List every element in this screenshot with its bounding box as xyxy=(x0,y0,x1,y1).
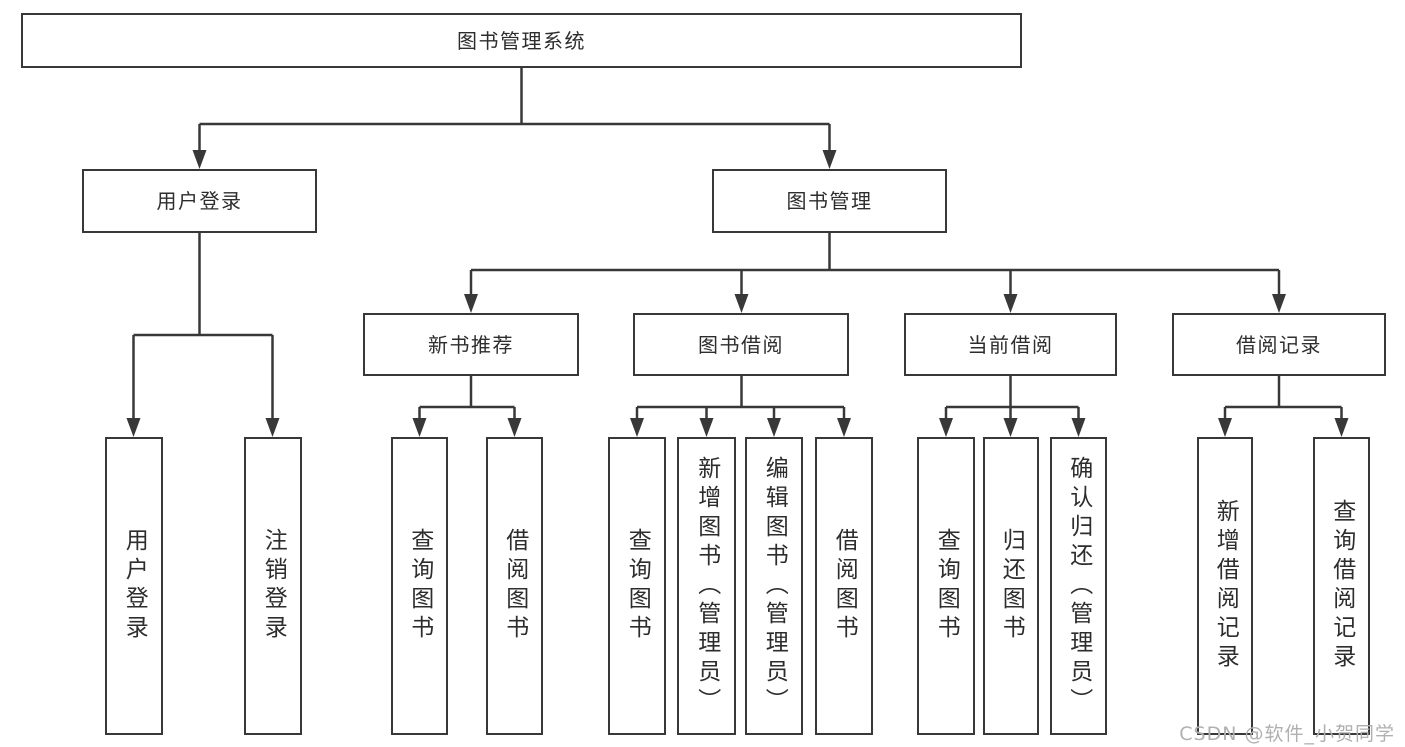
node-library-management-system: 图书管理系统 xyxy=(21,13,1022,68)
node-label: 查询借阅记录 xyxy=(1328,499,1355,673)
leaf-return-books: 归还图书 xyxy=(983,437,1039,735)
leaf-add-books-admin: 新增图书（管理员） xyxy=(677,437,736,735)
leaf-query-books-borrow: 查询图书 xyxy=(608,437,666,735)
connector-arrowhead xyxy=(1334,418,1349,437)
node-label: 图书借阅 xyxy=(698,332,784,357)
connector-arrowhead xyxy=(1218,418,1232,437)
node-user-login: 用户登录 xyxy=(82,169,317,233)
leaf-query-books-current: 查询图书 xyxy=(917,437,975,735)
connector-arrowhead xyxy=(630,418,644,437)
connector-arrowhead xyxy=(412,418,427,437)
connector-arrowhead xyxy=(1071,418,1086,437)
leaf-query-books-recommend: 查询图书 xyxy=(391,437,448,735)
connector-arrowhead xyxy=(1003,418,1018,437)
connector-arrowhead xyxy=(699,418,714,437)
node-book-management: 图书管理 xyxy=(712,169,947,233)
node-book-borrowing: 图书借阅 xyxy=(633,313,849,376)
connector-arrowhead xyxy=(507,418,522,437)
connector-arrowhead xyxy=(1003,294,1018,313)
leaf-query-borrow-record: 查询借阅记录 xyxy=(1313,437,1370,735)
node-label: 编辑图书（管理员） xyxy=(761,455,788,717)
node-label: 借阅图书 xyxy=(501,528,528,644)
connector-arrowhead xyxy=(265,418,280,437)
leaf-add-borrow-record: 新增借阅记录 xyxy=(1197,437,1253,735)
connector-arrowhead xyxy=(126,418,141,437)
node-label: 查询图书 xyxy=(624,528,651,644)
node-label: 图书管理 xyxy=(786,189,873,213)
node-label: 确认归还（管理员） xyxy=(1065,455,1092,717)
connector-arrowhead xyxy=(767,418,781,437)
node-borrowing-records: 借阅记录 xyxy=(1172,313,1386,376)
node-current-borrowing: 当前借阅 xyxy=(904,313,1117,376)
connector-arrowhead xyxy=(734,294,749,313)
node-label: 注销登录 xyxy=(260,528,287,644)
node-label: 查询图书 xyxy=(933,528,960,644)
connector-arrowhead xyxy=(464,294,478,313)
node-label: 新增借阅记录 xyxy=(1212,499,1239,673)
connector-arrowhead xyxy=(192,150,207,169)
node-new-book-recommendation: 新书推荐 xyxy=(363,313,579,376)
node-label: 图书管理系统 xyxy=(457,28,586,53)
connector-arrowhead xyxy=(939,418,953,437)
node-label: 新书推荐 xyxy=(428,332,514,357)
node-label: 新增图书（管理员） xyxy=(693,455,720,717)
node-label: 当前借阅 xyxy=(967,332,1054,357)
csdn-watermark: CSDN @软件_小贺同学 xyxy=(1179,723,1395,745)
leaf-confirm-return-admin: 确认归还（管理员） xyxy=(1050,437,1107,735)
leaf-user-login: 用户登录 xyxy=(105,437,163,735)
node-label: 借阅记录 xyxy=(1236,332,1322,357)
leaf-logout: 注销登录 xyxy=(244,437,302,735)
node-label: 归还图书 xyxy=(998,528,1025,644)
leaf-borrow-books-recommend: 借阅图书 xyxy=(486,437,543,735)
node-label: 查询图书 xyxy=(406,528,433,644)
leaf-edit-books-admin: 编辑图书（管理员） xyxy=(745,437,803,735)
node-label: 用户登录 xyxy=(121,528,148,644)
connector-arrowhead xyxy=(837,418,851,437)
leaf-borrow-books: 借阅图书 xyxy=(815,437,873,735)
connector-arrowhead xyxy=(822,150,837,169)
node-label: 借阅图书 xyxy=(831,528,858,644)
connector-arrowhead xyxy=(1272,294,1286,313)
node-label: 用户登录 xyxy=(156,189,243,213)
